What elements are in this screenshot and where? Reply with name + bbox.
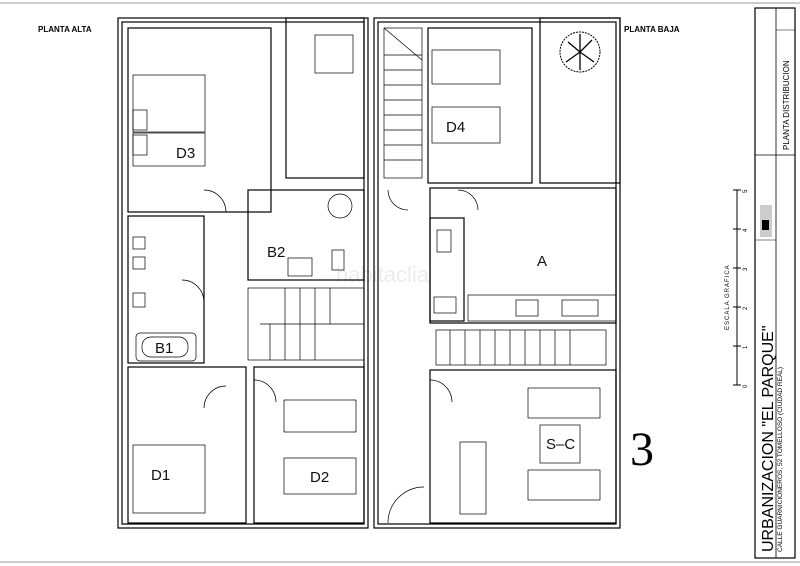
- lower-floor-title: PLANTA BAJA: [624, 25, 680, 34]
- tree-icon: [559, 31, 601, 73]
- room-d3: [127, 27, 272, 213]
- sheet-title: PLANTA DISTRIBUCION: [782, 60, 791, 150]
- svg-text:4: 4: [743, 228, 749, 232]
- room-label-d4: D4: [446, 119, 465, 136]
- graphic-scale: 0 1 2 3 4 5 ESCALA GRAFICA: [725, 189, 749, 388]
- svg-text:2: 2: [743, 306, 749, 310]
- room-label-a: A: [537, 253, 547, 270]
- room-d2: [253, 366, 365, 524]
- room-label-b2: B2: [267, 244, 285, 261]
- svg-text:5: 5: [743, 189, 749, 193]
- lower-floor-plan: PLANTA BAJA D4 A S–C: [373, 17, 680, 529]
- unit-number: 3: [630, 423, 654, 476]
- svg-text:3: 3: [743, 267, 749, 271]
- svg-text:0: 0: [743, 384, 749, 388]
- room-label-d3: D3: [176, 145, 195, 162]
- room-sc: [429, 369, 617, 524]
- room-d4: [427, 27, 533, 184]
- project-address: CALLE GUARNICIONEROS, 52 TOMELLOSO (CIUD…: [777, 367, 784, 552]
- room-d1: [127, 366, 247, 524]
- upper-floor-plan: PLANTA ALTA D3 B2 B1 D1 D2: [38, 17, 369, 529]
- room-b1: [127, 215, 205, 364]
- title-block: URBANIZACION "EL PARQUE" CALLE GUARNICIO…: [754, 7, 796, 559]
- room-b2: [247, 189, 365, 281]
- svg-text:1: 1: [743, 345, 749, 349]
- room-label-d2: D2: [310, 469, 329, 486]
- watermark: habitaclia: [336, 262, 430, 287]
- room-label-b1: B1: [155, 340, 173, 357]
- room-label-sc: S–C: [546, 436, 575, 453]
- room-label-d1: D1: [151, 467, 170, 484]
- scale-label: ESCALA GRAFICA: [725, 264, 731, 330]
- project-title: URBANIZACION "EL PARQUE": [760, 325, 777, 552]
- upper-floor-title: PLANTA ALTA: [38, 25, 92, 34]
